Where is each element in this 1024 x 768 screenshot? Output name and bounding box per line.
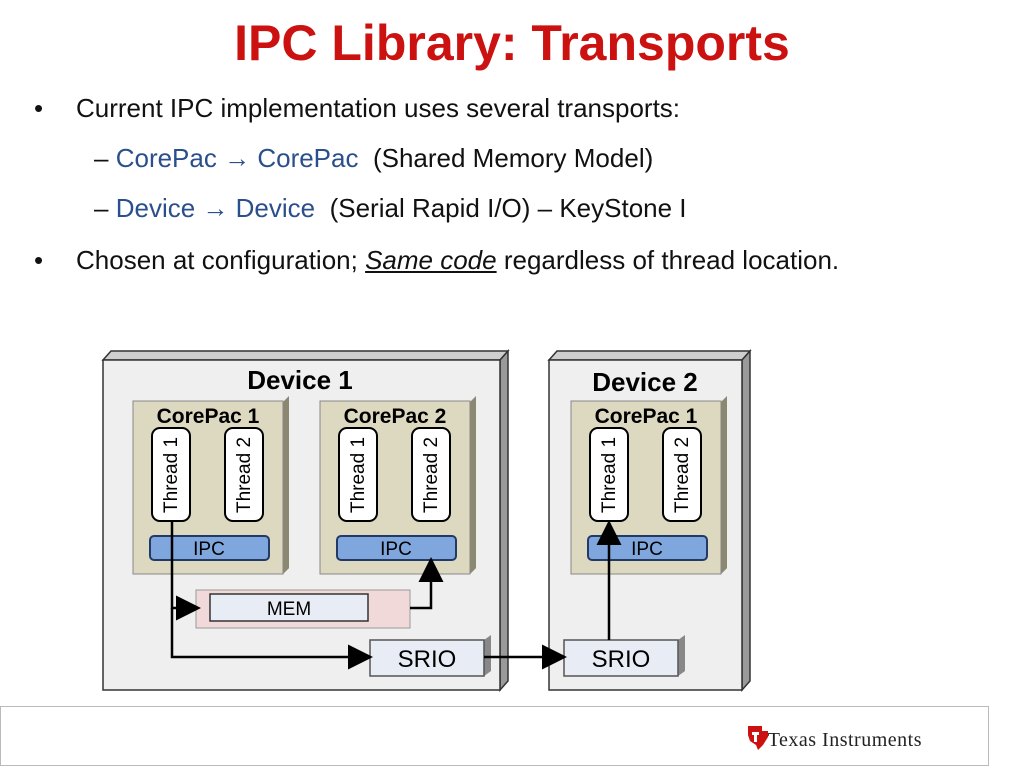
dash: –: [94, 143, 109, 173]
dash: –: [94, 193, 109, 223]
corepac-label: CorePac 2: [344, 405, 447, 428]
target-label: Device: [235, 193, 316, 223]
data-path-arrow: [170, 520, 622, 670]
svg-text:Thread 2: Thread 2: [421, 437, 442, 513]
texas-instruments-logo-icon: [748, 726, 768, 750]
srio-box: SRIO: [563, 635, 685, 677]
svg-text:Thread 1: Thread 1: [348, 437, 369, 513]
svg-text:SRIO: SRIO: [592, 646, 651, 673]
transport-note: (Shared Memory Model): [372, 143, 654, 173]
mem-block: MEM: [195, 589, 411, 629]
svg-text:MEM: MEM: [267, 599, 311, 620]
svg-text:SRIO: SRIO: [398, 646, 457, 673]
source-label: Device: [115, 193, 196, 223]
ipc-bar: IPC: [336, 535, 457, 561]
svg-text:Thread 1: Thread 1: [161, 437, 182, 513]
thread-box: Thread 2: [224, 427, 264, 522]
svg-text:Thread 2: Thread 2: [234, 437, 255, 513]
thread-box: Thread 1: [338, 427, 378, 522]
bullet-2-text: Chosen at configuration; Same code regar…: [76, 245, 839, 276]
ipc-bar: IPC: [587, 535, 708, 561]
thread-box: Thread 1: [151, 427, 191, 522]
source-label: CorePac: [115, 143, 217, 173]
corepac-label: CorePac 1: [595, 405, 698, 428]
subbullet-2: – Device → Device (Serial Rapid I/O) – K…: [94, 193, 687, 224]
corepac-label: CorePac 1: [157, 405, 260, 428]
srio-box: SRIO: [369, 635, 491, 677]
brand-name: Texas Instruments: [767, 729, 922, 751]
bullet-1-text: Current IPC implementation uses several …: [76, 93, 681, 123]
svg-text:Thread 2: Thread 2: [672, 437, 693, 513]
subbullet-1: – CorePac → CorePac (Shared Memory Model…: [94, 143, 653, 174]
thread-box: Thread 1: [589, 427, 629, 522]
svg-text:IPC: IPC: [193, 539, 225, 560]
footer-bar: Texas Instruments: [0, 706, 989, 766]
arrow-icon: →: [202, 193, 229, 223]
slide-title: IPC Library: Transports: [234, 15, 790, 71]
thread-box: Thread 2: [411, 427, 451, 522]
emphasis-same-code: Same code: [365, 245, 497, 275]
svg-text:IPC: IPC: [380, 539, 412, 560]
bullet-2-post: regardless of thread location.: [496, 245, 840, 275]
bullet-marker: •: [34, 93, 44, 123]
device-1-label: Device 1: [247, 365, 353, 395]
svg-text:Thread 1: Thread 1: [599, 437, 620, 513]
svg-text:IPC: IPC: [631, 539, 663, 560]
bullet-2-pre: Chosen at configuration;: [76, 245, 366, 275]
arrow-icon: →: [224, 143, 251, 173]
ipc-bar: IPC: [149, 535, 270, 561]
thread-box: Thread 2: [662, 427, 702, 522]
device-2-label: Device 2: [592, 367, 698, 397]
transport-note: (Serial Rapid I/O) – KeyStone I: [329, 193, 687, 223]
target-label: CorePac: [257, 143, 359, 173]
bullet-marker: •: [34, 245, 44, 275]
